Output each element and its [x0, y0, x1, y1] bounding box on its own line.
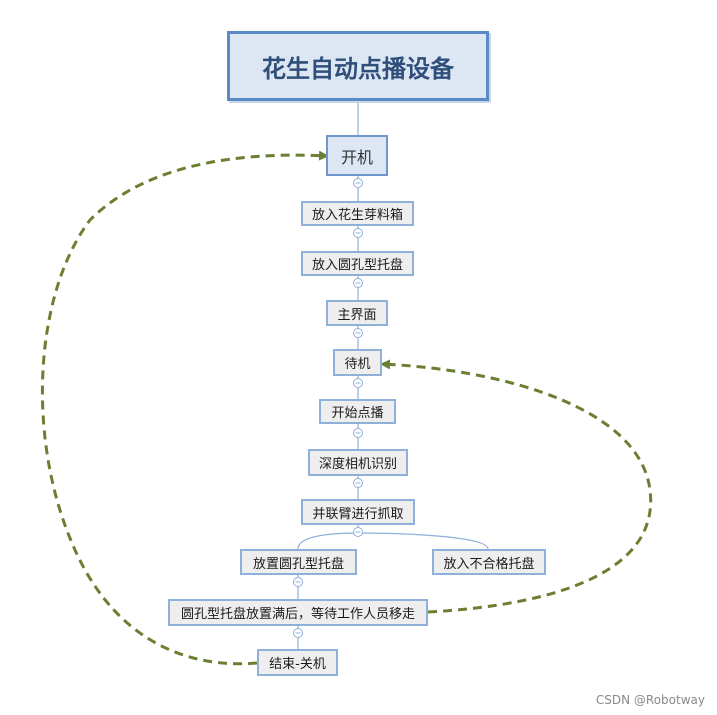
node-end-shutdown[interactable]: 结束-关机: [257, 649, 338, 676]
node-arm-grab[interactable]: 并联臂进行抓取: [301, 499, 415, 525]
watermark: CSDN @Robotway: [595, 693, 705, 707]
connector-split-left: [297, 532, 359, 550]
node-full-wait[interactable]: 圆孔型托盘放置满后，等待工作人员移走: [168, 599, 428, 626]
node-start[interactable]: 开机: [326, 135, 388, 176]
node-put-tray[interactable]: 放入圆孔型托盘: [301, 251, 414, 276]
node-reject-tray[interactable]: 放入不合格托盘: [432, 549, 546, 575]
connector-split-right: [357, 532, 489, 550]
node-main-ui[interactable]: 主界面: [326, 300, 388, 326]
node-place-tray[interactable]: 放置圆孔型托盘: [240, 549, 357, 575]
node-put-box[interactable]: 放入花生芽料箱: [301, 201, 414, 226]
loop-arrow-full-to-standby: [380, 359, 653, 614]
node-start-sowing[interactable]: 开始点播: [319, 399, 396, 424]
node-standby[interactable]: 待机: [333, 349, 382, 376]
loop-arrow-end-to-start: [41, 150, 329, 666]
node-camera-recognition[interactable]: 深度相机识别: [308, 449, 408, 476]
diagram-title: 花生自动点播设备: [227, 31, 489, 101]
